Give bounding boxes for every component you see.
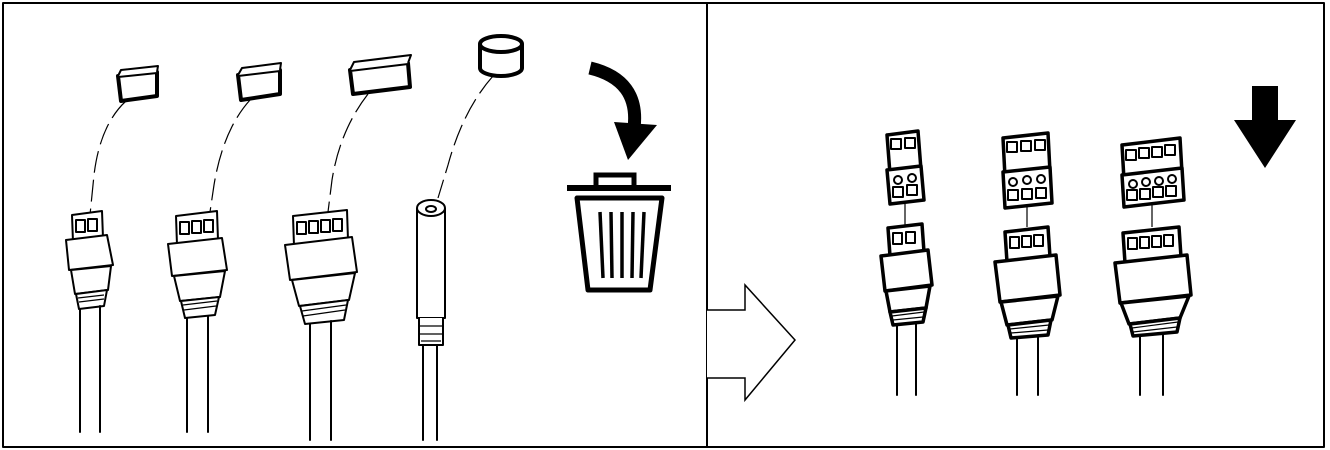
- cable: [79, 305, 101, 433]
- connector-housing: [284, 209, 358, 325]
- connector-housing: [167, 210, 228, 319]
- cable: [186, 315, 209, 433]
- barrel-plug-with-cap: [416, 34, 524, 441]
- right-panel-frame: [706, 2, 1325, 448]
- terminal-block-icon: [1120, 136, 1186, 209]
- cable: [1016, 335, 1039, 396]
- terminal-block-icon: [885, 129, 926, 206]
- down-arrow-icon: [1234, 86, 1296, 168]
- dust-cap-icon: [348, 54, 412, 96]
- connector-4pin-with-terminal-block: [1113, 136, 1193, 396]
- connector-housing: [65, 210, 114, 310]
- dust-cap-icon: [116, 65, 159, 103]
- cable: [1139, 333, 1164, 396]
- cable: [896, 321, 917, 396]
- connector-housing: [993, 225, 1062, 340]
- connector-3pin-with-terminal-block: [993, 131, 1062, 396]
- outline-right-arrow-icon: [707, 283, 796, 403]
- cable: [309, 320, 332, 441]
- curved-arrow-icon: [588, 61, 657, 160]
- connector-2pin-with-terminal-block: [879, 129, 934, 396]
- connector-housing: [879, 222, 934, 327]
- trash-bin-icon: [567, 172, 671, 293]
- round-cap-icon: [478, 34, 524, 78]
- connector-2pin-with-cap: [65, 65, 159, 433]
- terminal-block-icon: [1001, 131, 1054, 210]
- connector-4pin-with-cap: [284, 54, 412, 441]
- dust-cap-icon: [236, 62, 282, 102]
- plug-body: [416, 199, 446, 346]
- cable: [422, 344, 438, 441]
- connector-3pin-with-cap: [167, 62, 282, 433]
- connector-housing: [1113, 225, 1193, 338]
